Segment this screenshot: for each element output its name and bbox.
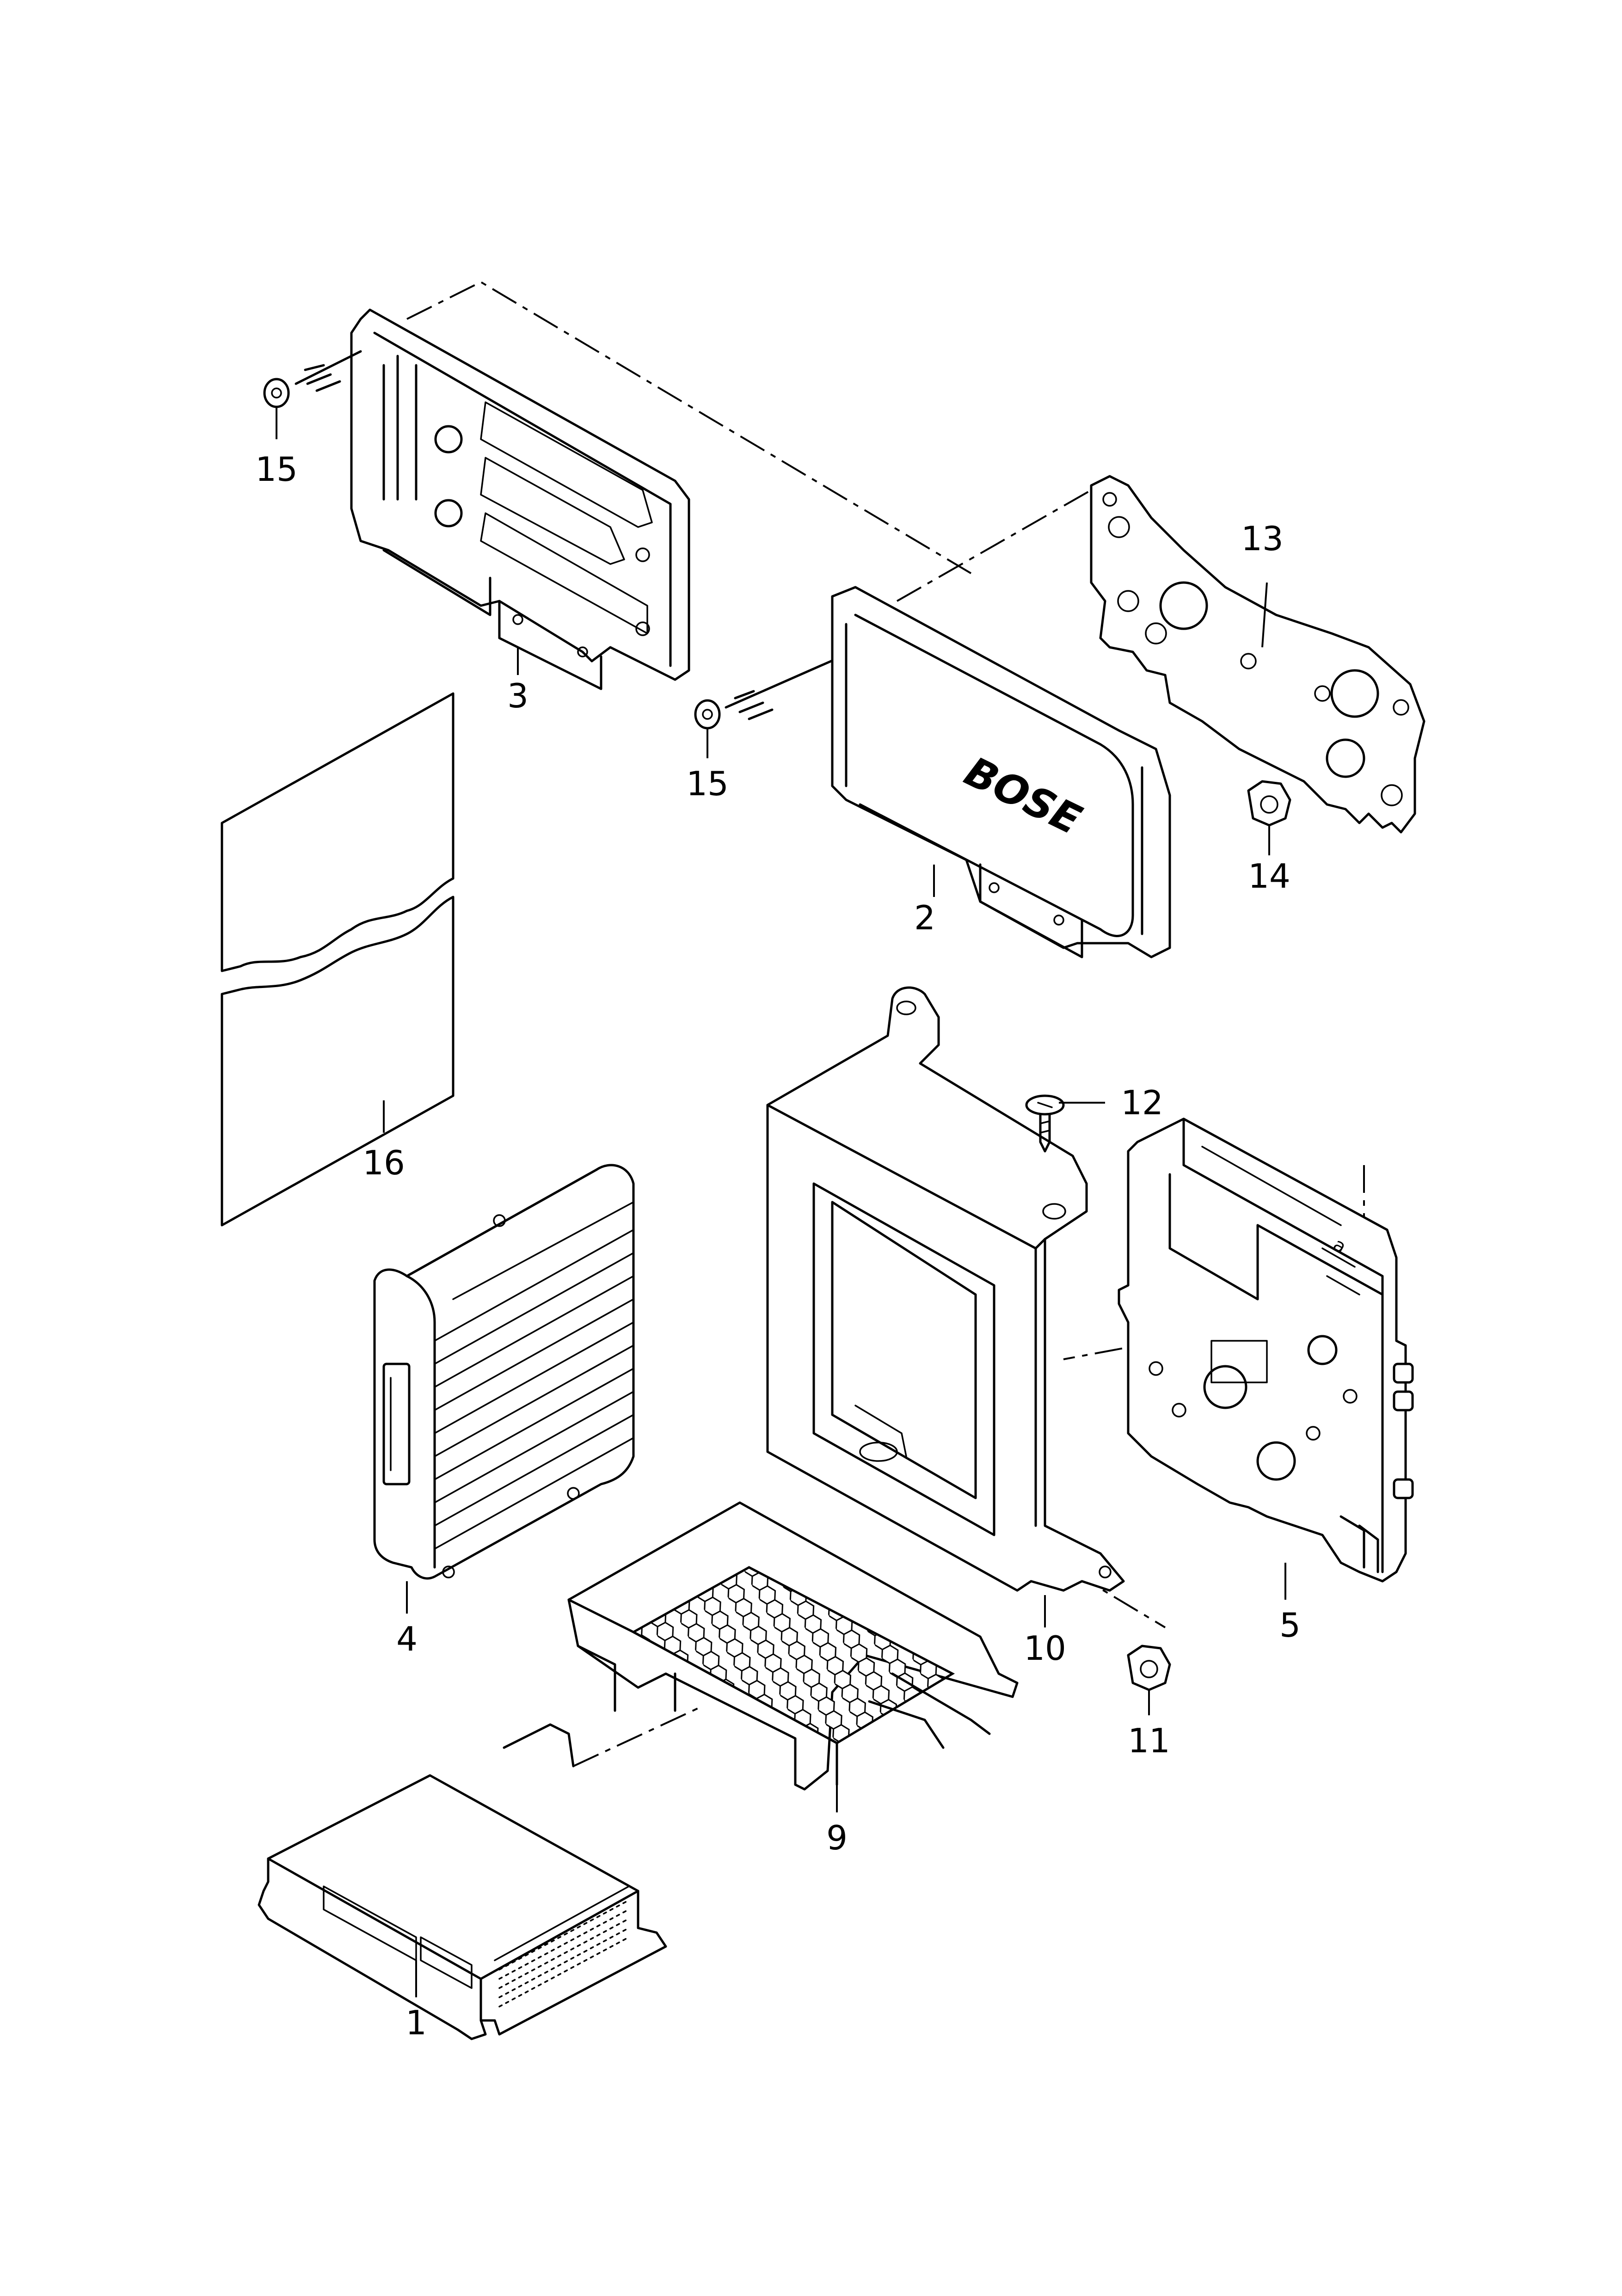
part-15-screw-top bbox=[263, 350, 362, 408]
callout-labels: 15 3 15 2 13 14 16 12 4 10 5 11 9 1 bbox=[255, 450, 1301, 2042]
callout-5: 5 bbox=[1279, 1606, 1301, 1645]
part-3-control-unit bbox=[350, 308, 690, 690]
part-2-bose-amplifier: BOSE bbox=[831, 586, 1171, 958]
callout-9: 9 bbox=[826, 1818, 848, 1857]
vent-grille bbox=[498, 1899, 630, 2007]
callout-15-top: 15 bbox=[255, 450, 298, 489]
callout-11: 11 bbox=[1128, 1721, 1170, 1760]
leader-lines bbox=[276, 407, 1286, 1997]
part-1-radio-unit bbox=[258, 1723, 667, 2040]
part-13-mounting-plate bbox=[1090, 475, 1425, 834]
callout-13: 13 bbox=[1241, 519, 1284, 558]
part-5-control-unit: a bbox=[1118, 1117, 1414, 1583]
part-14-nut bbox=[1247, 780, 1291, 827]
callout-10: 10 bbox=[1024, 1629, 1066, 1668]
callout-1: 1 bbox=[406, 2003, 427, 2042]
callout-4: 4 bbox=[396, 1620, 418, 1658]
callout-2: 2 bbox=[914, 898, 935, 937]
callout-16: 16 bbox=[362, 1143, 405, 1182]
part-16-document bbox=[221, 692, 455, 1227]
part-10-frame-bracket bbox=[766, 986, 1125, 1592]
callout-14: 14 bbox=[1248, 857, 1290, 896]
part-4-finned-amplifier bbox=[373, 1164, 635, 1580]
callout-3: 3 bbox=[507, 676, 528, 715]
part-9-honeycomb-tray bbox=[567, 1501, 1019, 1791]
callout-12: 12 bbox=[1121, 1083, 1163, 1122]
part-12-screw bbox=[1025, 1094, 1065, 1153]
callout-15-mid: 15 bbox=[686, 764, 729, 803]
part-11-nut bbox=[1127, 1645, 1171, 1691]
part-15-screw-mid bbox=[694, 655, 843, 730]
